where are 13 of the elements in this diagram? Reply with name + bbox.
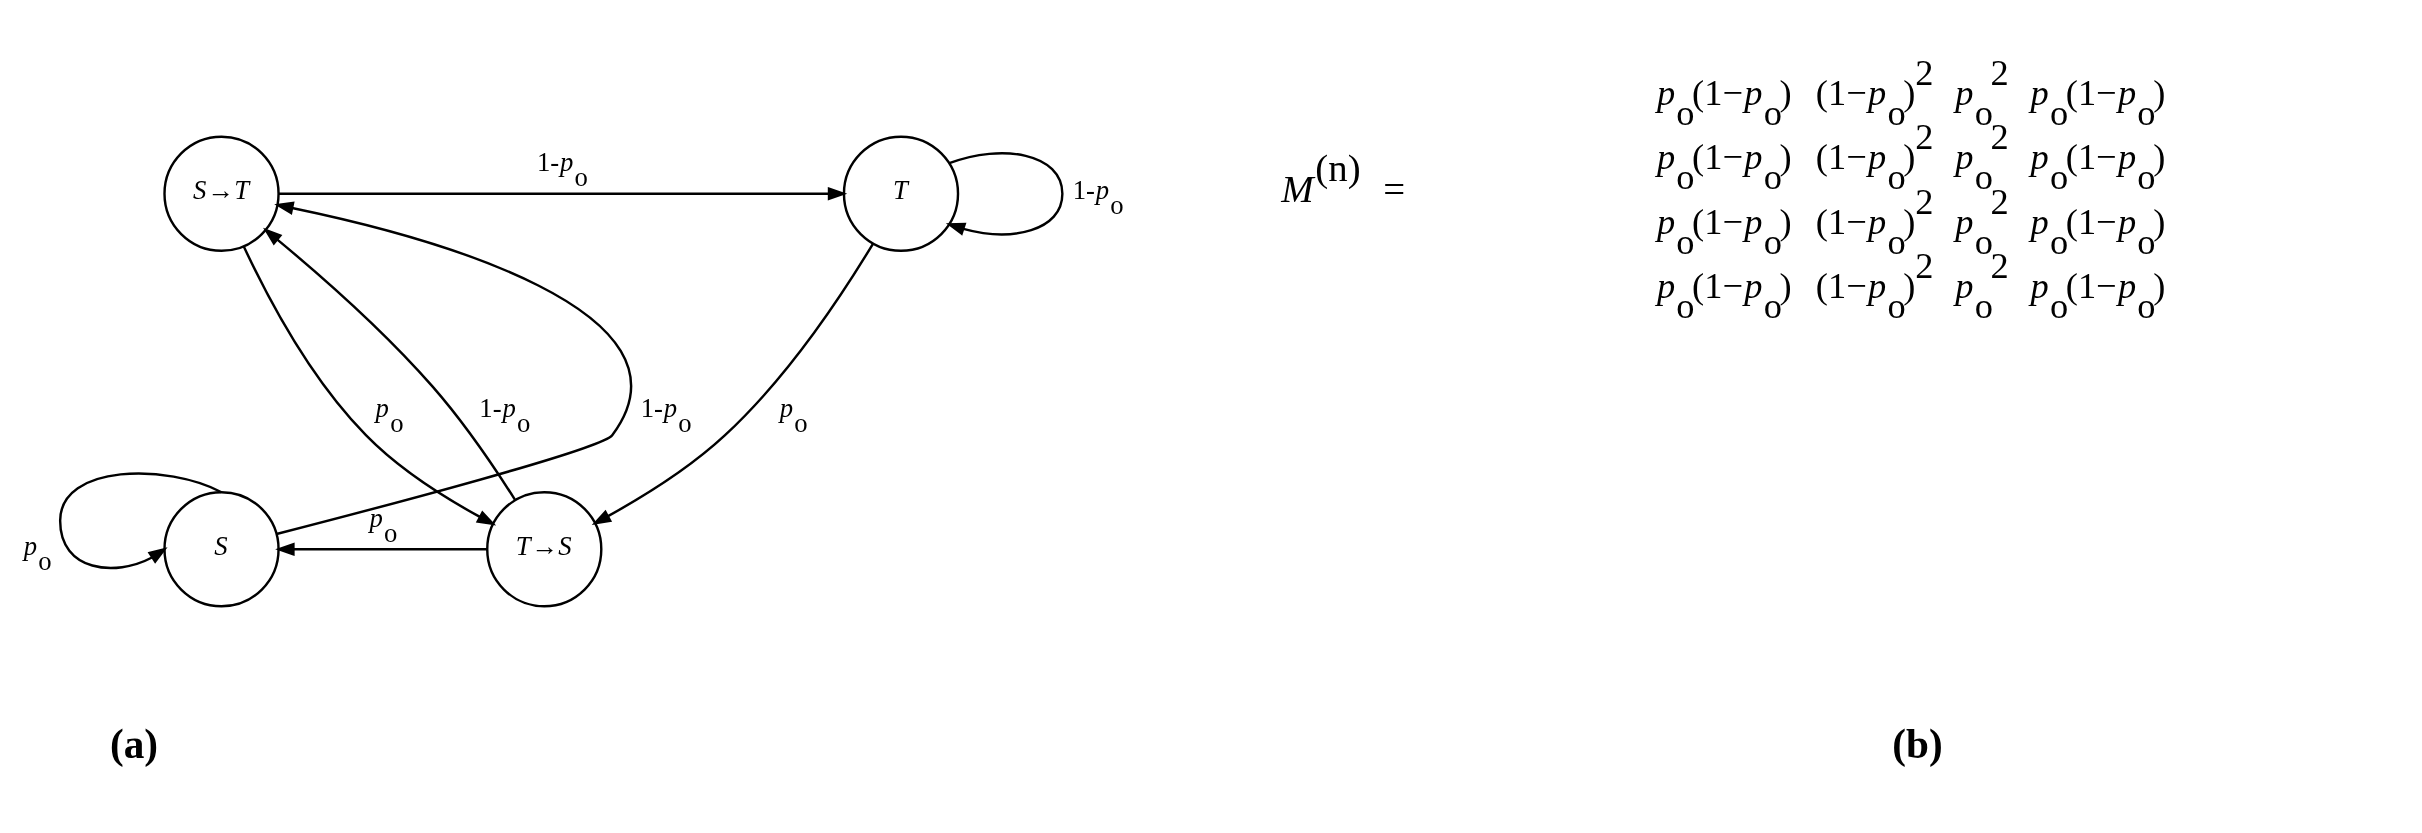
arrow	[945, 151, 1064, 236]
label: (a)	[109, 720, 159, 767]
node-circle: T→S	[486, 490, 603, 607]
arrow	[591, 242, 874, 525]
arrow	[263, 227, 517, 501]
arrow	[274, 201, 632, 535]
arrow	[275, 541, 487, 556]
node-circle: T	[842, 135, 960, 252]
arrow	[242, 245, 497, 526]
label: (b)	[1892, 720, 1943, 767]
node-circle: S→T	[163, 135, 280, 252]
arrow	[278, 186, 848, 201]
node-circle: S	[163, 490, 280, 607]
